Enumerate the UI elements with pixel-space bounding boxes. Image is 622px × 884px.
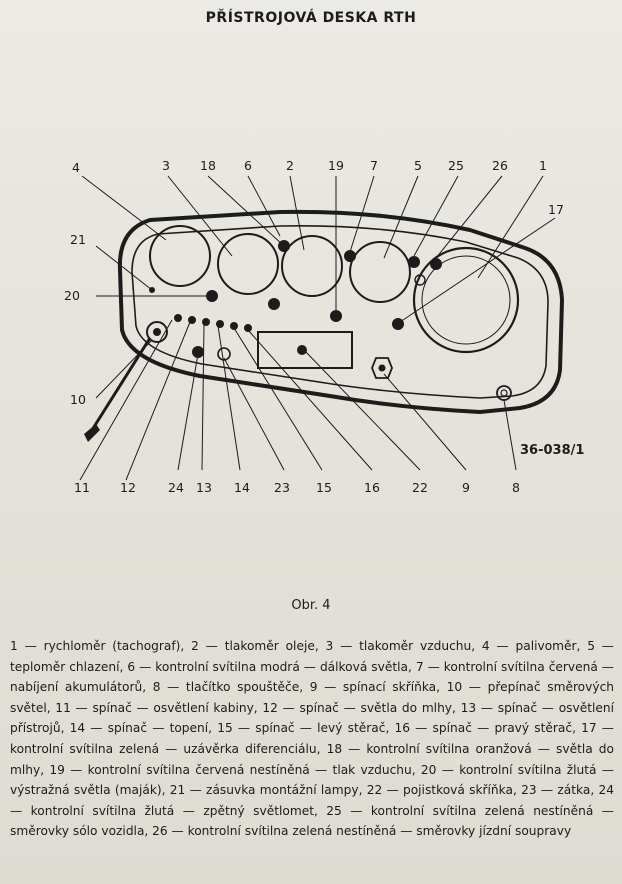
gauge-speedometer: [412, 246, 520, 354]
callout-11: 11: [74, 480, 90, 495]
lamp-18: [268, 298, 280, 310]
callout-2: 2: [286, 158, 294, 173]
starter-button-core: [500, 389, 508, 397]
lamp-small: [414, 274, 426, 286]
callout-4: 4: [72, 160, 80, 175]
ignition-switch-core: [378, 364, 386, 372]
lamp-19: [330, 310, 342, 322]
dashboard-diagram: 4 3 18 6 2 19 7 5 25 26 1 17 21 20 10 11…: [64, 158, 584, 495]
dashboard-outer-outline: [117, 209, 565, 415]
switch-14: [202, 318, 210, 326]
callout-13: 13: [196, 480, 212, 495]
callout-7: 7: [370, 158, 378, 173]
callout-26: 26: [492, 158, 508, 173]
legend-text: 1 — rychloměr (tachograf), 2 — tlakoměr …: [10, 639, 614, 839]
gauge-air-pressure: [217, 233, 279, 295]
direction-switch: [146, 321, 168, 343]
callout-17: 17: [548, 202, 564, 217]
plug-23: [217, 347, 231, 361]
figure-reference: 36-038/1: [520, 443, 584, 458]
callout-21: 21: [70, 232, 86, 247]
callout-18: 18: [200, 158, 216, 173]
fuse-box: [257, 331, 353, 369]
callout-8: 8: [512, 480, 520, 495]
callout-15: 15: [316, 480, 332, 495]
lamp-24: [192, 346, 204, 358]
callout-23: 23: [274, 480, 290, 495]
lamp-25: [408, 256, 420, 268]
dashboard-inner-outline: [131, 225, 549, 399]
lever-knob: [84, 424, 100, 442]
fuse-box-knob: [297, 345, 307, 355]
switch-12: [174, 314, 182, 322]
leader-lines: [79, 175, 556, 481]
lamp-17: [392, 318, 404, 330]
switch-15: [216, 320, 224, 328]
gauge-coolant-temp: [349, 241, 411, 303]
callout-19: 19: [328, 158, 344, 173]
callout-1: 1: [539, 158, 547, 173]
callout-12: 12: [120, 480, 136, 495]
lamp-20: [206, 290, 218, 302]
callout-6: 6: [244, 158, 252, 173]
page-title: PŘÍSTROJOVÁ DESKA RTH: [205, 10, 417, 26]
callout-25: 25: [448, 158, 464, 173]
callout-22: 22: [412, 480, 428, 495]
lamp-26: [430, 258, 442, 270]
gauge-fuel: [149, 225, 211, 287]
gauge-oil-pressure: [281, 235, 343, 297]
callout-24: 24: [168, 480, 184, 495]
callout-5: 5: [414, 158, 422, 173]
callout-10: 10: [70, 392, 86, 407]
direction-lever: [90, 337, 152, 431]
callout-9: 9: [462, 480, 470, 495]
starter-button: [496, 385, 512, 401]
gauge-speedometer-ring: [421, 255, 511, 345]
lamp-7: [344, 250, 356, 262]
switch-16: [230, 322, 238, 330]
callout-14: 14: [234, 480, 250, 495]
figure-caption: Obr. 4: [291, 598, 331, 613]
callout-16: 16: [364, 480, 380, 495]
callout-20: 20: [64, 288, 80, 303]
callout-3: 3: [162, 158, 170, 173]
direction-switch-core: [153, 328, 161, 336]
switch-16b: [244, 324, 252, 332]
